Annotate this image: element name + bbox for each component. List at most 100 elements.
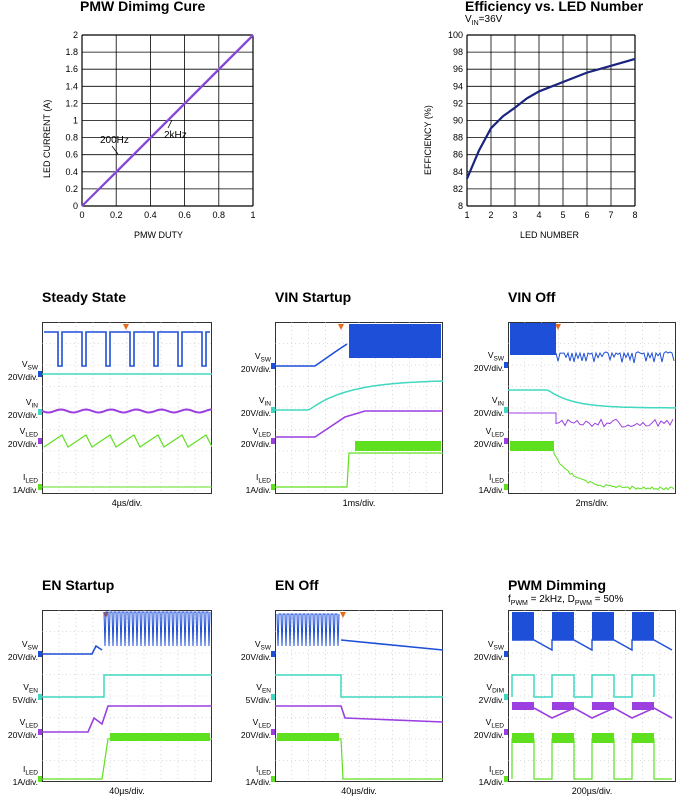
y-tick-label: 100 <box>448 30 463 40</box>
x-tick-label: 0.2 <box>110 210 123 220</box>
channel-marker <box>504 362 508 368</box>
x-tick-label: 2 <box>488 210 493 220</box>
iled-burst <box>592 733 614 743</box>
chart1-ylabel: LED CURRENT (A) <box>42 99 52 178</box>
chart2-xlabel: LED NUMBER <box>520 230 580 240</box>
scope-screen <box>275 610 443 782</box>
iled-ripple-band <box>110 733 210 741</box>
channel-marker <box>271 363 275 369</box>
y-tick-label: 0.4 <box>65 167 78 177</box>
trigger-marker <box>123 324 129 330</box>
y-tick-label: 88 <box>453 133 463 143</box>
vled-trace <box>275 705 443 723</box>
channel-marker <box>38 409 42 415</box>
y-tick-label: 2 <box>73 30 78 40</box>
channel-marker <box>504 407 508 413</box>
iled-trace <box>275 452 443 488</box>
y-tick-label: 96 <box>453 64 463 74</box>
trigger-marker <box>340 612 346 618</box>
vled-burst <box>592 702 614 710</box>
channel-marker <box>271 484 275 490</box>
channel-marker <box>271 651 275 657</box>
trigger-marker <box>555 324 561 330</box>
y-tick-label: 0.8 <box>65 133 78 143</box>
vsw-trace <box>44 331 210 367</box>
chart2-ylabel: EFFICIENCY (%) <box>423 105 433 175</box>
y-tick-label: 8 <box>458 201 463 211</box>
scope-screen <box>42 322 212 494</box>
iled-burst <box>632 733 654 743</box>
series-line-1 <box>81 35 254 207</box>
y-tick-label: 92 <box>453 98 463 108</box>
vled-trace <box>508 412 674 428</box>
x-tick-label: 8 <box>632 210 637 220</box>
channel-marker <box>38 776 42 782</box>
y-tick-label: 86 <box>453 150 463 160</box>
scope-title: EN Startup <box>42 577 115 593</box>
y-tick-label: 0.2 <box>65 184 78 194</box>
vsw-switching-band <box>349 324 441 358</box>
channel-marker <box>271 407 275 413</box>
x-tick-label: 0.8 <box>213 210 226 220</box>
chart2-subtitle: VIN=36V <box>465 14 503 27</box>
channel-marker <box>504 776 508 782</box>
x-tick-label: 0.4 <box>144 210 157 220</box>
vsw-pulses <box>276 613 340 647</box>
iled-burst <box>512 733 534 743</box>
channel-marker <box>504 729 508 735</box>
y-tick-label: 1 <box>73 116 78 126</box>
y-tick-label: 0 <box>73 201 78 211</box>
time-division-label: 1ms/div. <box>342 498 376 508</box>
y-tick-label: 90 <box>453 116 463 126</box>
ven-trace <box>275 674 443 698</box>
x-tick-label: 3 <box>512 210 517 220</box>
channel-marker <box>271 694 275 700</box>
scope-subtitle: fPWM = 2kHz, DPWM = 50% <box>508 594 624 607</box>
vsw-trace <box>275 343 348 367</box>
y-tick-label: 0.6 <box>65 150 78 160</box>
scope-title: Steady State <box>42 289 127 305</box>
vsw-trace <box>512 639 673 652</box>
iled-ripple-band <box>355 441 441 451</box>
time-division-label: 200µs/div. <box>571 786 613 796</box>
annotation-leader <box>167 119 173 129</box>
channel-marker <box>38 694 42 700</box>
vled-burst <box>552 702 574 710</box>
iled-burst <box>552 733 574 743</box>
vsw-burst <box>552 612 574 640</box>
channel-marker <box>38 438 42 444</box>
channel-marker <box>38 371 42 377</box>
iled-trace <box>43 434 212 448</box>
scope-title: EN Off <box>275 577 319 593</box>
x-tick-label: 1 <box>464 210 469 220</box>
annotation-2khz: 2kHz <box>164 130 187 141</box>
vsw-trace <box>42 644 103 655</box>
vin-trace <box>275 380 443 411</box>
chart2-title: Efficiency vs. LED Number <box>465 0 644 14</box>
time-division-label: 2ms/div. <box>575 498 609 508</box>
channel-marker <box>271 776 275 782</box>
vled-trace <box>42 408 212 414</box>
scope-screen <box>42 610 212 782</box>
y-tick-label: 1.6 <box>65 64 78 74</box>
channel-marker <box>38 651 42 657</box>
channel-marker <box>504 438 508 444</box>
